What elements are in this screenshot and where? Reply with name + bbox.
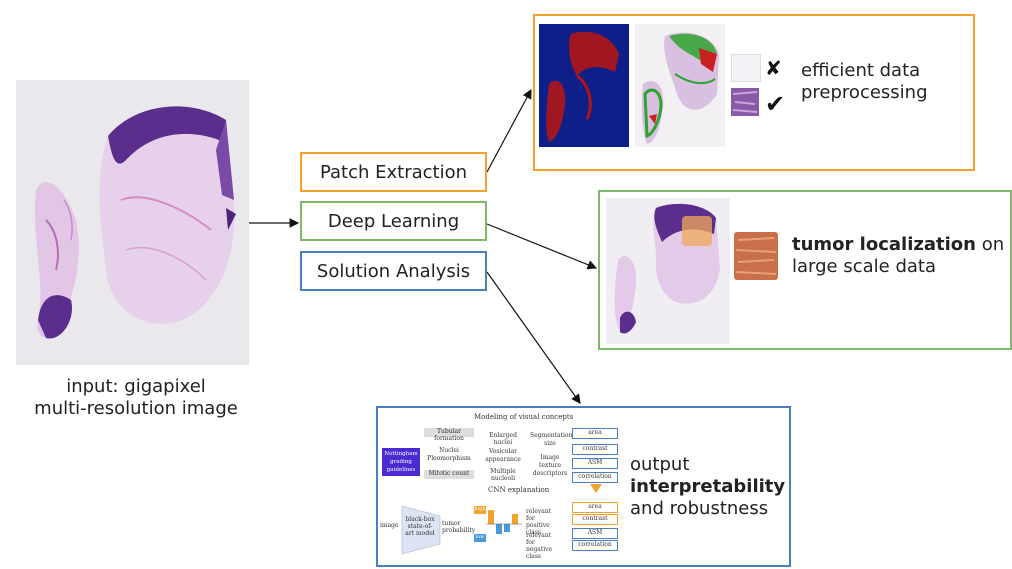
patch-panel-text: efficient data preprocessing [801,60,928,104]
cnn-title: CNN explanation [488,486,550,494]
sub-vesicular: Vesicular appearance [485,448,521,463]
solution-panel-text: output interpretability and robustness [630,454,785,520]
localization-slide [606,198,730,344]
sub-enlarged: Enlarged nuclei [489,432,517,446]
empty-patch-thumb [731,54,761,82]
deep-learning-panel: tumor localization on large scale data [598,190,1012,350]
stage-patch-extraction: Patch Extraction [300,152,487,192]
tissue-illustration [34,106,236,339]
concept-asm: ASM [572,458,618,469]
high-label: high [474,506,486,514]
neg-concept-correlation: correlation [572,540,618,551]
dl-panel-text: tumor localization on large scale data [792,234,1004,278]
model-shape [401,505,441,555]
input-caption: input: gigapixel multi-resolution image [0,376,272,420]
tumor-patch-zoom [734,232,778,280]
patch-text-line2: preprocessing [801,82,928,103]
solution-text-line2: interpretability [630,476,786,497]
branch-nuclei: Nuclei Pleomorphism [427,447,471,462]
relevant-negative: relevant for negative class [526,532,553,560]
descriptor-texture: Image texture descriptors [532,454,568,477]
localization-highlight [682,216,712,246]
pos-concept-area: area [572,502,618,513]
input-caption-line1: input: gigapixel [66,376,206,397]
input-caption-line2: multi-resolution image [34,398,238,419]
branch-tubular: Tubular formation [424,428,474,442]
nottingham-label: Nottingham grading guidelines [382,448,420,476]
patch-extraction-panel: ✘ ✔ efficient data preprocessing [533,14,975,171]
low-label: low [474,534,486,542]
arrow-to-dl-panel [486,223,598,270]
solution-analysis-panel: Modeling of visual concepts Nottingham g… [376,406,791,567]
dl-text-bold: tumor localization [792,234,976,255]
stage-label: Deep Learning [327,210,460,232]
interpretability-figure: Modeling of visual concepts Nottingham g… [378,408,623,565]
solution-text-line3: and robustness [630,498,769,519]
descriptor-segmentation: Segmentation size [530,432,573,447]
tissue-patch-thumb [731,88,759,116]
concept-correlation: correlation [572,472,618,483]
check-mark-icon: ✔ [765,90,786,118]
pos-concept-contrast: contrast [572,514,618,525]
dl-text-rest: on [975,234,1005,255]
branch-mitotic: Mitotic count [424,470,474,479]
model-label: black-box state-of-art model [405,516,435,537]
stage-label: Patch Extraction [319,161,468,183]
relevant-positive: relevant for positive class [526,508,552,536]
input-slide-image [16,80,249,365]
arrow-to-patch-panel [486,88,532,173]
tumor-mask-map [539,24,629,147]
stage-deep-learning: Deep Learning [300,201,487,241]
dl-text-line2: large scale data [792,256,936,277]
modeling-title: Modeling of visual concepts [474,413,574,421]
stage-label: Solution Analysis [316,260,471,282]
concept-contrast: contrast [572,444,618,455]
arrow-to-solution-panel [486,271,581,404]
concept-area: area [572,428,618,439]
down-arrow-icon [590,484,602,493]
relevance-bars [486,510,522,534]
patch-text-line1: efficient data [801,60,921,81]
solution-text-line1: output [630,454,690,475]
stage-solution-analysis: Solution Analysis [300,251,487,291]
sub-nucleoli: Multiple nucleoli [490,468,516,482]
x-mark-icon: ✘ [765,56,782,80]
tumor-prob-label: tumor probability [442,520,476,534]
image-label: image [380,522,399,529]
neg-concept-asm: ASM [572,528,618,539]
patch-grid-overlay [635,24,725,147]
